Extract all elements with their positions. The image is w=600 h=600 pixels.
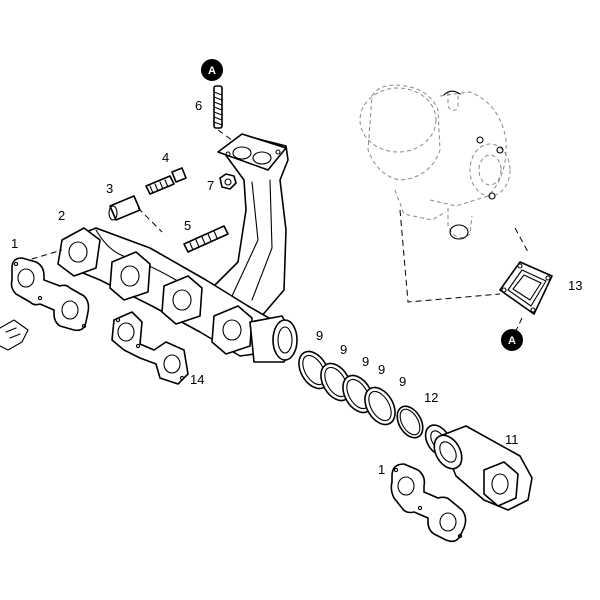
callout-9-a: 9	[316, 328, 323, 343]
nut-7	[219, 173, 237, 190]
callout-4: 4	[162, 150, 169, 165]
turbocharger-ghost	[359, 84, 511, 240]
gasket-to-ref-leader	[514, 227, 529, 253]
callout-9-d: 9	[378, 362, 385, 377]
seal-rings-9	[298, 350, 424, 439]
callout-6: 6	[195, 98, 202, 113]
reference-marker-a-right: A	[501, 329, 523, 351]
callout-9-c: 9	[362, 354, 369, 369]
manifold-gasket-14	[111, 311, 189, 385]
callout-9-e: 9	[399, 374, 406, 389]
callout-14: 14	[190, 372, 204, 387]
callout-labels: 1 2 3 4 5 6 7 9 9 9 9 9 11 12 13 14 1	[11, 98, 582, 477]
gasket1-leader	[21, 249, 63, 263]
callout-7: 7	[207, 178, 214, 193]
manifold-gasket-1-top	[10, 257, 90, 332]
stud-6	[213, 85, 223, 129]
callout-1-top: 1	[11, 236, 18, 251]
reference-marker-a-top: A	[201, 59, 223, 81]
svg-text:A: A	[508, 335, 516, 347]
callout-11: 11	[505, 432, 519, 447]
manifold-gasket-1-bottom	[390, 463, 467, 543]
callout-3: 3	[106, 181, 113, 196]
callout-13: 13	[568, 278, 582, 293]
spacer-sleeve-3	[108, 195, 141, 221]
sleeve-leader	[137, 207, 163, 233]
callout-5: 5	[184, 218, 191, 233]
svg-text:A: A	[208, 65, 216, 77]
stud-5	[183, 225, 229, 253]
callout-9-b: 9	[340, 342, 347, 357]
callout-2: 2	[58, 208, 65, 223]
bolt-4	[145, 167, 187, 195]
callout-1-bottom: 1	[378, 462, 385, 477]
manifold-end-section-11	[433, 425, 533, 511]
turbo-flange-gasket	[499, 261, 553, 315]
exhaust-manifold-2	[57, 133, 298, 363]
callout-12: 12	[424, 390, 438, 405]
turbo-leader-line	[399, 209, 501, 303]
engine-block-fragment	[0, 319, 29, 351]
